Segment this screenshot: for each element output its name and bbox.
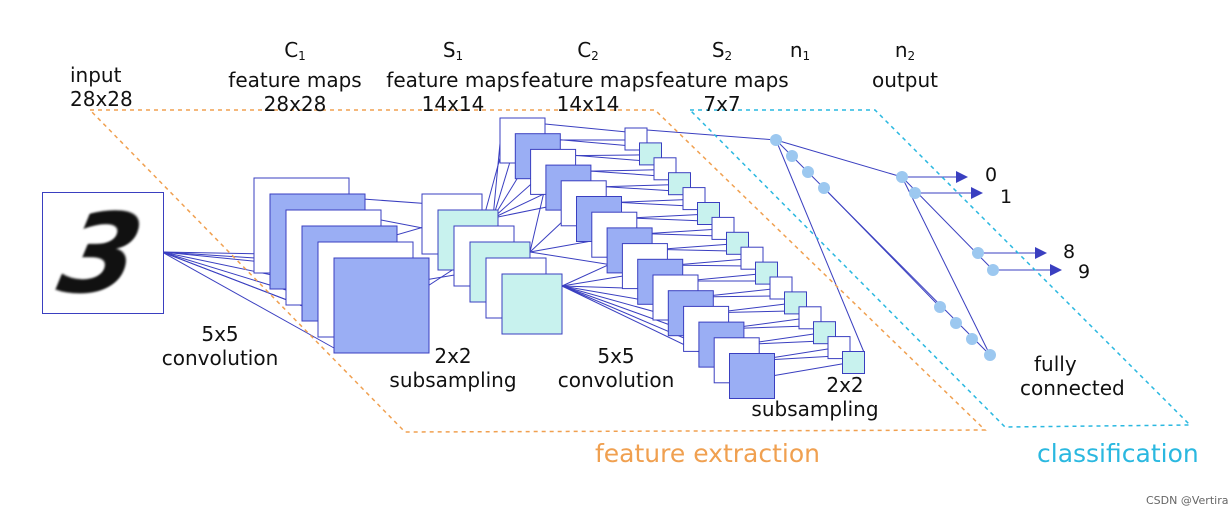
input-image: 3 (42, 192, 164, 314)
input-digit: 3 (49, 192, 154, 314)
output-arrowhead-3 (1050, 264, 1062, 276)
n1-node-2 (802, 166, 814, 178)
n2-node-3 (987, 264, 999, 276)
output-arrowhead-2 (1035, 247, 1047, 259)
feature-map-stacks (253, 117, 865, 399)
fc-line (901, 176, 991, 356)
c1-map-5 (333, 257, 430, 354)
fc-line (823, 187, 941, 308)
output-arrowhead-1 (971, 187, 983, 199)
output-0: 0 (985, 164, 998, 186)
conv1-line (161, 251, 335, 349)
n1-node-6 (966, 333, 978, 345)
label-n2: n2 output (872, 38, 938, 92)
n1-node-3 (818, 182, 830, 194)
output-9: 9 (1078, 261, 1091, 283)
n1-node-0 (770, 134, 782, 146)
n1-node-5 (950, 317, 962, 329)
subsample2-line (774, 363, 845, 376)
n2-node-0 (896, 171, 908, 183)
n1-node-1 (786, 150, 798, 162)
fc-line (775, 139, 903, 178)
neuron-nodes (770, 134, 1062, 361)
fc-line (646, 129, 777, 141)
fc-line (775, 139, 865, 354)
feature-extraction-region (88, 109, 987, 433)
label-n1: n1 (789, 38, 811, 63)
classification-region (688, 109, 1192, 428)
region-label-classification: classification (1037, 439, 1199, 468)
s2-map-15 (842, 351, 865, 374)
region-label-feature-extraction: feature extraction (595, 439, 820, 468)
subsample2-line (544, 123, 628, 133)
watermark: CSDN @Vertira (1146, 494, 1229, 507)
output-1: 1 (1000, 186, 1013, 208)
s1-map-5 (501, 273, 563, 335)
n1-node-7 (984, 349, 996, 361)
conv1-line (161, 251, 271, 255)
n2-node-1 (909, 187, 921, 199)
conv1-line (161, 251, 287, 291)
output-arrowhead-0 (956, 171, 968, 183)
output-8: 8 (1063, 241, 1076, 263)
n2-node-2 (972, 247, 984, 259)
n1-node-4 (934, 301, 946, 313)
c2-map-15 (729, 353, 775, 399)
